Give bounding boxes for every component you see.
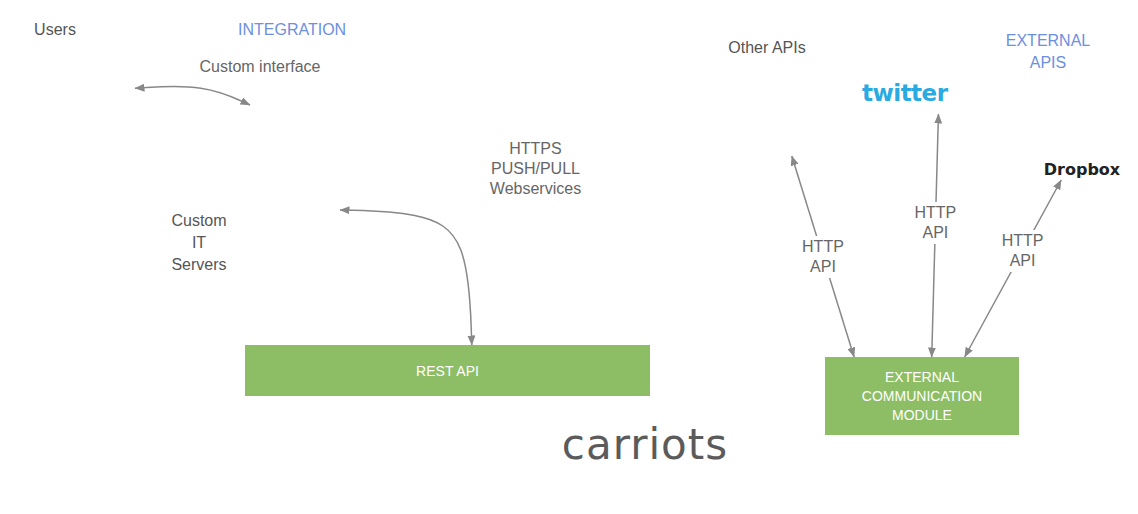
node-text: twitter [862,78,1001,108]
twitter-bird [974,80,999,100]
node-text: Custom IT Servers [168,210,230,276]
users-icon [25,70,131,214]
dropbox-icon [1070,93,1126,144]
cloud-platform: carriots REST API EXTERNAL COMMUNICATION M… [150,280,1135,512]
boundary-line [0,0,388,322]
edge-label: HTTP API [798,236,848,278]
module-box: EXTERNAL COMMUNICATION MODULE [825,357,1019,435]
connector-arrow [792,156,854,357]
edge-label: Custom interface [195,56,325,78]
node-text: Other APIs [705,38,829,58]
server-group: Custom IT Servers [160,105,340,280]
node-text: Dropbox [1030,160,1134,180]
node-text: REST API [416,363,479,379]
connector-arrow [965,180,1062,357]
connector-arrow [135,87,250,105]
node-text: EXTERNAL COMMUNICATION MODULE [825,368,1019,425]
node-text: carriots [550,420,740,469]
external-api: Other APIs [705,38,829,156]
region-label: INTEGRATION [238,20,398,40]
node-text: Users [15,20,95,40]
edge-label: HTTP API [910,202,960,244]
user-group: Users [15,20,135,215]
boundary-line [654,0,1138,294]
connector-arrow [340,210,472,345]
edge-label: HTTP API [998,230,1048,272]
external-api: twitter [862,78,1001,114]
server-icon [240,106,336,262]
region-label: EXTERNAL APIS [998,30,1098,74]
module-box: REST API [245,345,650,396]
globe-icon [726,74,798,146]
external-api: Dropbox [1030,88,1134,180]
wifi-symbol [629,403,653,414]
edge-label: HTTPS PUSH/PULL Webservices [478,138,593,200]
cloud-shape [163,291,1124,510]
